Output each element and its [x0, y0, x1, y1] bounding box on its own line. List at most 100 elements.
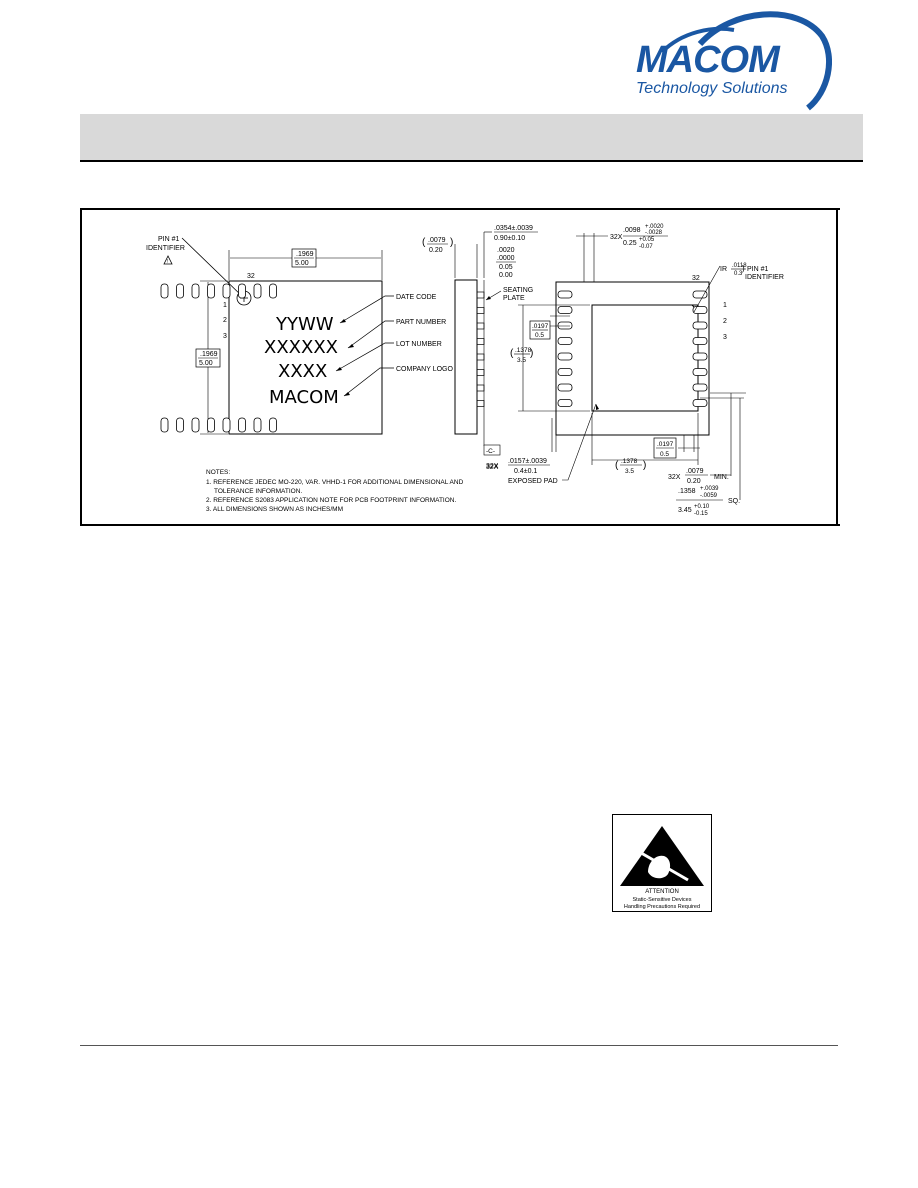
part-number-arrow	[348, 344, 354, 348]
note-1a: 1. REFERENCE JEDEC MO-220, VAR. VHHD-1 F…	[206, 479, 464, 486]
width-dim-in: .1969	[296, 251, 314, 258]
bottom-pin-bottom	[207, 417, 215, 433]
bottom-pin-left	[557, 306, 573, 314]
bottom-pin-top	[269, 283, 277, 299]
bpad-mm: 3.5	[625, 468, 634, 475]
pin1-leader	[181, 237, 245, 299]
ir-mm: 0.3	[734, 271, 743, 277]
pitch-in: .0197	[532, 323, 549, 330]
side-height-in: .0354±.0039	[494, 225, 533, 232]
note-3: 3. ALL DIMENSIONS SHOWN AS INCHES/MM	[206, 506, 343, 513]
bottom-pin-bottom	[222, 417, 231, 433]
esd-slash	[635, 848, 689, 882]
side-lead-mm: 0.20	[429, 247, 443, 254]
lead-w-in-plus: +.0020	[645, 224, 664, 230]
company-logo-arrow	[344, 392, 350, 396]
lead-w-prefix: 32X	[610, 234, 623, 241]
bottom-pin-left	[557, 321, 573, 330]
side-lead-paren-close: )	[450, 237, 453, 248]
side-lead	[476, 353, 485, 361]
side-lead	[476, 322, 485, 330]
side-lead-in: .0079	[428, 237, 446, 244]
bottom-pins	[160, 283, 708, 433]
bottom-view: 32X .0098 +.0020 -.0028 0.25 +0.05 -0.07…	[160, 224, 784, 517]
top-pin-32: 32	[247, 273, 255, 280]
exposed-pad-arrow	[596, 404, 599, 410]
exposed-pad-outline	[591, 304, 699, 412]
lead-len-in: .0157±.0039	[508, 458, 547, 465]
bottom-body-outline	[555, 281, 710, 436]
bottom-pin-1: 1	[723, 302, 727, 309]
standoff-in-max: .0020	[497, 247, 515, 254]
lead-w-in-minus: -.0028	[645, 230, 663, 236]
top-pin1-sub: IDENTIFIER	[146, 245, 185, 252]
min-word: MIN.	[714, 474, 729, 481]
bpitch-mm: 0.5	[660, 451, 669, 458]
bottom-pin-bottom	[176, 417, 184, 433]
side-lead	[476, 384, 485, 392]
bottom-pin-32: 32	[692, 275, 700, 282]
lot-number-leader	[335, 342, 394, 372]
bottom-pin-left	[557, 399, 573, 407]
datum-label: -C-	[486, 448, 495, 455]
logo-brand: MACOM	[636, 39, 781, 81]
ir-pin1-sub: IDENTIFIER	[745, 274, 784, 281]
side-lead	[476, 291, 485, 299]
bottom-pin-left	[557, 290, 573, 299]
side-view: ( .0079 0.20 ) .0354±.0039 0.90±0.10 .00…	[422, 225, 538, 470]
ir-in: .0118	[732, 263, 747, 269]
top-pin-1: 1	[223, 302, 227, 309]
bpitch-in: .0197	[657, 441, 674, 448]
bottom-pin-top	[207, 283, 215, 299]
height-dim-in: .1969	[200, 351, 218, 358]
bottom-pin-right	[692, 337, 708, 345]
top-body-outline	[228, 280, 383, 435]
pad-mm: 3.5	[517, 357, 526, 364]
date-code-leader	[339, 295, 394, 324]
bottom-pin-bottom	[269, 417, 277, 433]
header-rule	[80, 160, 863, 162]
min-in: .0079	[686, 468, 704, 475]
date-code-arrow	[340, 319, 346, 323]
bottom-pin-top	[253, 283, 262, 299]
logo-tagline: Technology Solutions	[636, 80, 788, 97]
standoff-mm-max: 0.05	[499, 264, 513, 271]
ir-label: IR	[720, 266, 727, 273]
bottom-pin-3: 3	[723, 334, 727, 341]
side-lead	[476, 307, 485, 314]
lead-w-mm-plus: +0.05	[639, 237, 655, 243]
lead-w-in: .0098	[623, 227, 641, 234]
pad-in: .1378	[515, 347, 532, 354]
side-lead	[476, 338, 485, 345]
logo-swoosh-left	[660, 26, 735, 54]
bottom-pin-right	[692, 290, 708, 299]
header-bar	[80, 114, 863, 160]
bottom-pin-bottom	[253, 417, 262, 433]
top-view: PIN #1 IDENTIFIER ! .1969 5.00 32 .1969 …	[146, 236, 453, 435]
seating-label-2: PLATE	[503, 295, 525, 302]
macom-logo: MACOM Technology Solutions	[636, 11, 832, 111]
bottom-pin-left	[557, 383, 573, 392]
note-2: 2. REFERENCE S2083 APPLICATION NOTE FOR …	[206, 497, 456, 504]
top-pin-3: 3	[223, 333, 227, 340]
epad-sq: SQ.	[728, 498, 740, 505]
bottom-pin-right	[692, 399, 708, 407]
standoff-mm-min: 0.00	[499, 272, 513, 279]
bottom-pin-top	[160, 283, 169, 299]
bottom-pin-bottom	[191, 417, 200, 433]
bottom-pin-top	[191, 283, 200, 299]
top-pin-2: 2	[223, 317, 227, 324]
epad-in-minus: -.0059	[700, 493, 718, 499]
lead-w-mm-minus: -0.07	[639, 244, 653, 250]
note-1b: TOLERANCE INFORMATION.	[214, 488, 302, 495]
bottom-pin-top	[222, 283, 231, 299]
bottom-pin-left	[557, 337, 573, 345]
callout-company-logo: COMPANY LOGO	[396, 366, 453, 373]
epad-in: .1358	[678, 488, 696, 495]
pad-paren: (	[510, 348, 514, 359]
callout-lot-number: LOT NUMBER	[396, 341, 442, 348]
footer-rule	[80, 1045, 838, 1046]
callout-part-number: PART NUMBER	[396, 319, 446, 326]
min-prefix: 32X	[668, 474, 681, 481]
top-pin1-label: PIN #1	[158, 236, 180, 243]
